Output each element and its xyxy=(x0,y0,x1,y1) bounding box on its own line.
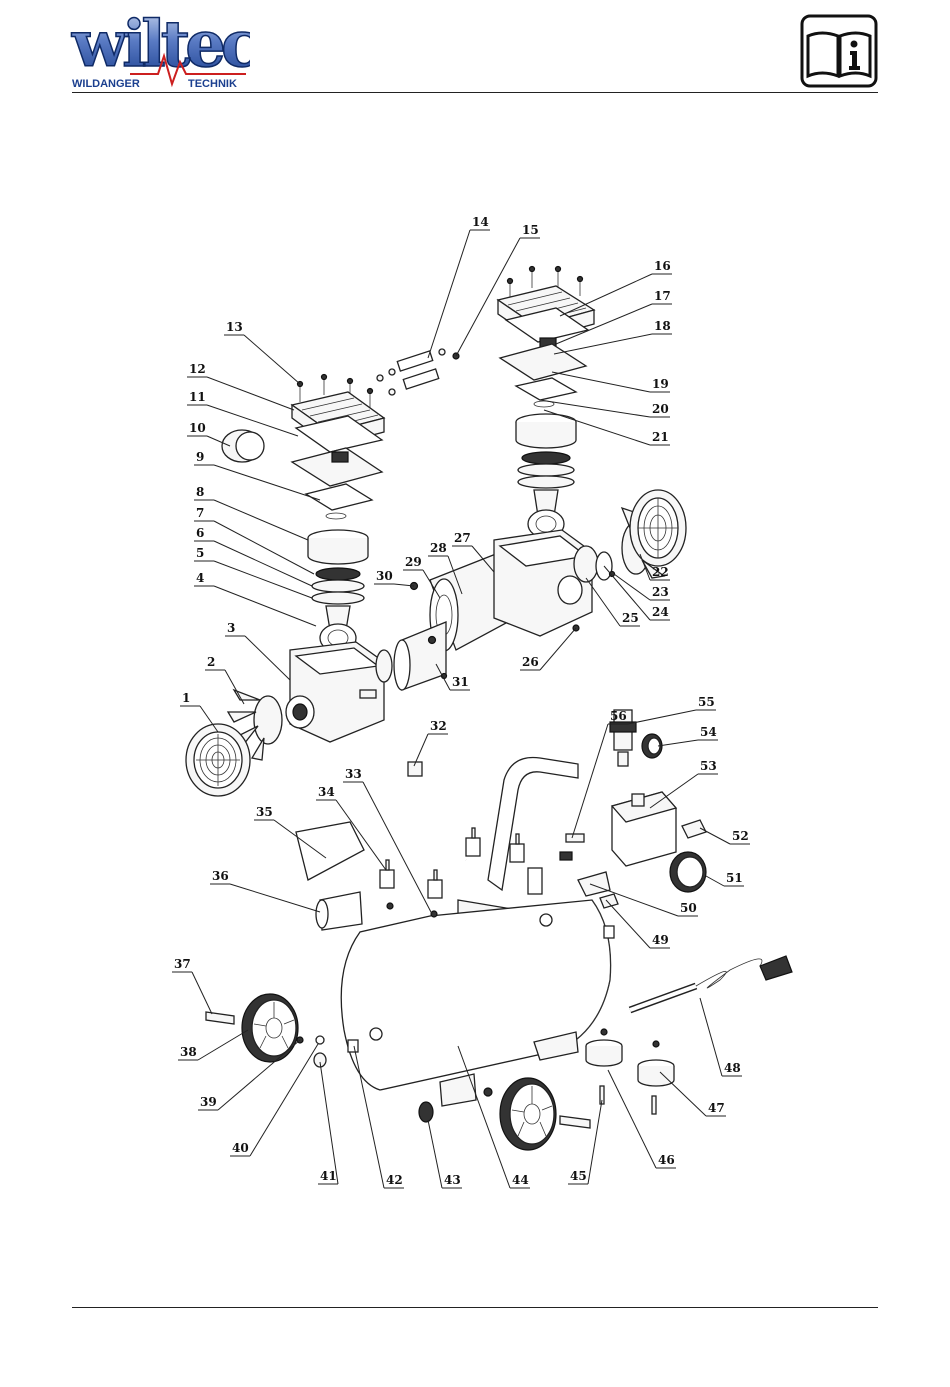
part-label-43: 43 xyxy=(444,1173,461,1187)
part-label-47: 47 xyxy=(708,1101,725,1115)
part-label-44: 44 xyxy=(512,1173,529,1187)
part-label-46: 46 xyxy=(658,1153,675,1167)
part-label-17: 17 xyxy=(654,289,671,303)
leader-line xyxy=(245,636,290,680)
leader-line xyxy=(540,628,576,670)
part-label-53: 53 xyxy=(700,759,717,773)
part-label-23: 23 xyxy=(652,585,669,599)
part-label-48: 48 xyxy=(724,1061,741,1075)
part-label-45: 45 xyxy=(570,1169,587,1183)
leader-line xyxy=(414,734,428,766)
leader-line xyxy=(207,377,294,410)
part-label-56: 56 xyxy=(610,709,627,723)
part-label-14: 14 xyxy=(472,215,489,229)
part-label-42: 42 xyxy=(386,1173,403,1187)
part-label-35: 35 xyxy=(256,805,273,819)
part-label-9: 9 xyxy=(196,450,204,464)
part-label-50: 50 xyxy=(680,901,697,915)
rubber-feet xyxy=(586,1029,674,1114)
part-label-3: 3 xyxy=(227,621,235,635)
leader-line xyxy=(230,884,320,912)
part-label-1: 1 xyxy=(182,691,190,705)
part-label-21: 21 xyxy=(652,430,669,444)
leader-line xyxy=(214,500,308,540)
leader-line xyxy=(428,1120,442,1188)
leader-line xyxy=(700,998,722,1076)
part-label-10: 10 xyxy=(189,421,206,435)
part-label-28: 28 xyxy=(430,541,447,555)
part-label-2: 2 xyxy=(207,655,215,669)
leader-line xyxy=(225,670,244,704)
part-label-38: 38 xyxy=(180,1045,197,1059)
leader-line xyxy=(650,774,698,808)
part-label-29: 29 xyxy=(405,555,422,569)
leader-line xyxy=(588,1100,602,1184)
leader-line xyxy=(428,230,470,358)
part-label-51: 51 xyxy=(726,871,743,885)
part-label-6: 6 xyxy=(196,526,204,540)
leader-line xyxy=(244,335,300,384)
transfer-pipes xyxy=(377,349,459,395)
leader-line xyxy=(572,724,608,838)
leader-line xyxy=(554,334,652,354)
leader-line xyxy=(706,876,724,886)
part-label-40: 40 xyxy=(232,1141,249,1155)
part-label-55: 55 xyxy=(698,695,715,709)
part-label-25: 25 xyxy=(622,611,639,625)
part-label-41: 41 xyxy=(320,1169,337,1183)
part-label-33: 33 xyxy=(345,767,362,781)
pressure-control xyxy=(560,710,706,908)
power-cable xyxy=(630,956,792,1010)
part-label-37: 37 xyxy=(174,957,191,971)
part-label-20: 20 xyxy=(652,402,669,416)
part-label-31: 31 xyxy=(452,675,469,689)
part-label-49: 49 xyxy=(652,933,669,947)
part-label-36: 36 xyxy=(212,869,229,883)
part-label-4: 4 xyxy=(196,571,204,585)
part-label-15: 15 xyxy=(522,223,539,237)
leader-line xyxy=(628,710,696,724)
leader-line xyxy=(214,586,316,626)
part-label-39: 39 xyxy=(200,1095,217,1109)
part-label-34: 34 xyxy=(318,785,335,799)
part-label-7: 7 xyxy=(196,506,204,520)
leader-line xyxy=(606,900,650,948)
part-label-12: 12 xyxy=(189,362,206,376)
part-label-30: 30 xyxy=(376,569,393,583)
part-label-8: 8 xyxy=(196,485,204,499)
leader-line xyxy=(614,574,650,600)
part-label-52: 52 xyxy=(732,829,749,843)
part-label-32: 32 xyxy=(430,719,447,733)
leader-line xyxy=(207,405,298,436)
leader-line xyxy=(700,828,730,844)
part-label-27: 27 xyxy=(454,531,471,545)
part-label-22: 22 xyxy=(652,565,669,579)
part-label-16: 16 xyxy=(654,259,671,273)
leader-line xyxy=(320,1062,338,1184)
leader-line xyxy=(658,740,698,746)
footer-rule xyxy=(72,1307,878,1308)
part-label-26: 26 xyxy=(522,655,539,669)
leader-line xyxy=(192,972,212,1014)
part-label-13: 13 xyxy=(226,320,243,334)
part-label-19: 19 xyxy=(652,377,669,391)
leader-line xyxy=(198,1030,248,1060)
part-label-18: 18 xyxy=(654,319,671,333)
leader-line xyxy=(660,1072,706,1116)
part-label-54: 54 xyxy=(700,725,717,739)
leader-line xyxy=(250,1044,318,1156)
left-head-assembly xyxy=(186,375,384,797)
part-label-24: 24 xyxy=(652,605,669,619)
part-label-11: 11 xyxy=(189,390,206,404)
part-label-5: 5 xyxy=(196,546,204,560)
